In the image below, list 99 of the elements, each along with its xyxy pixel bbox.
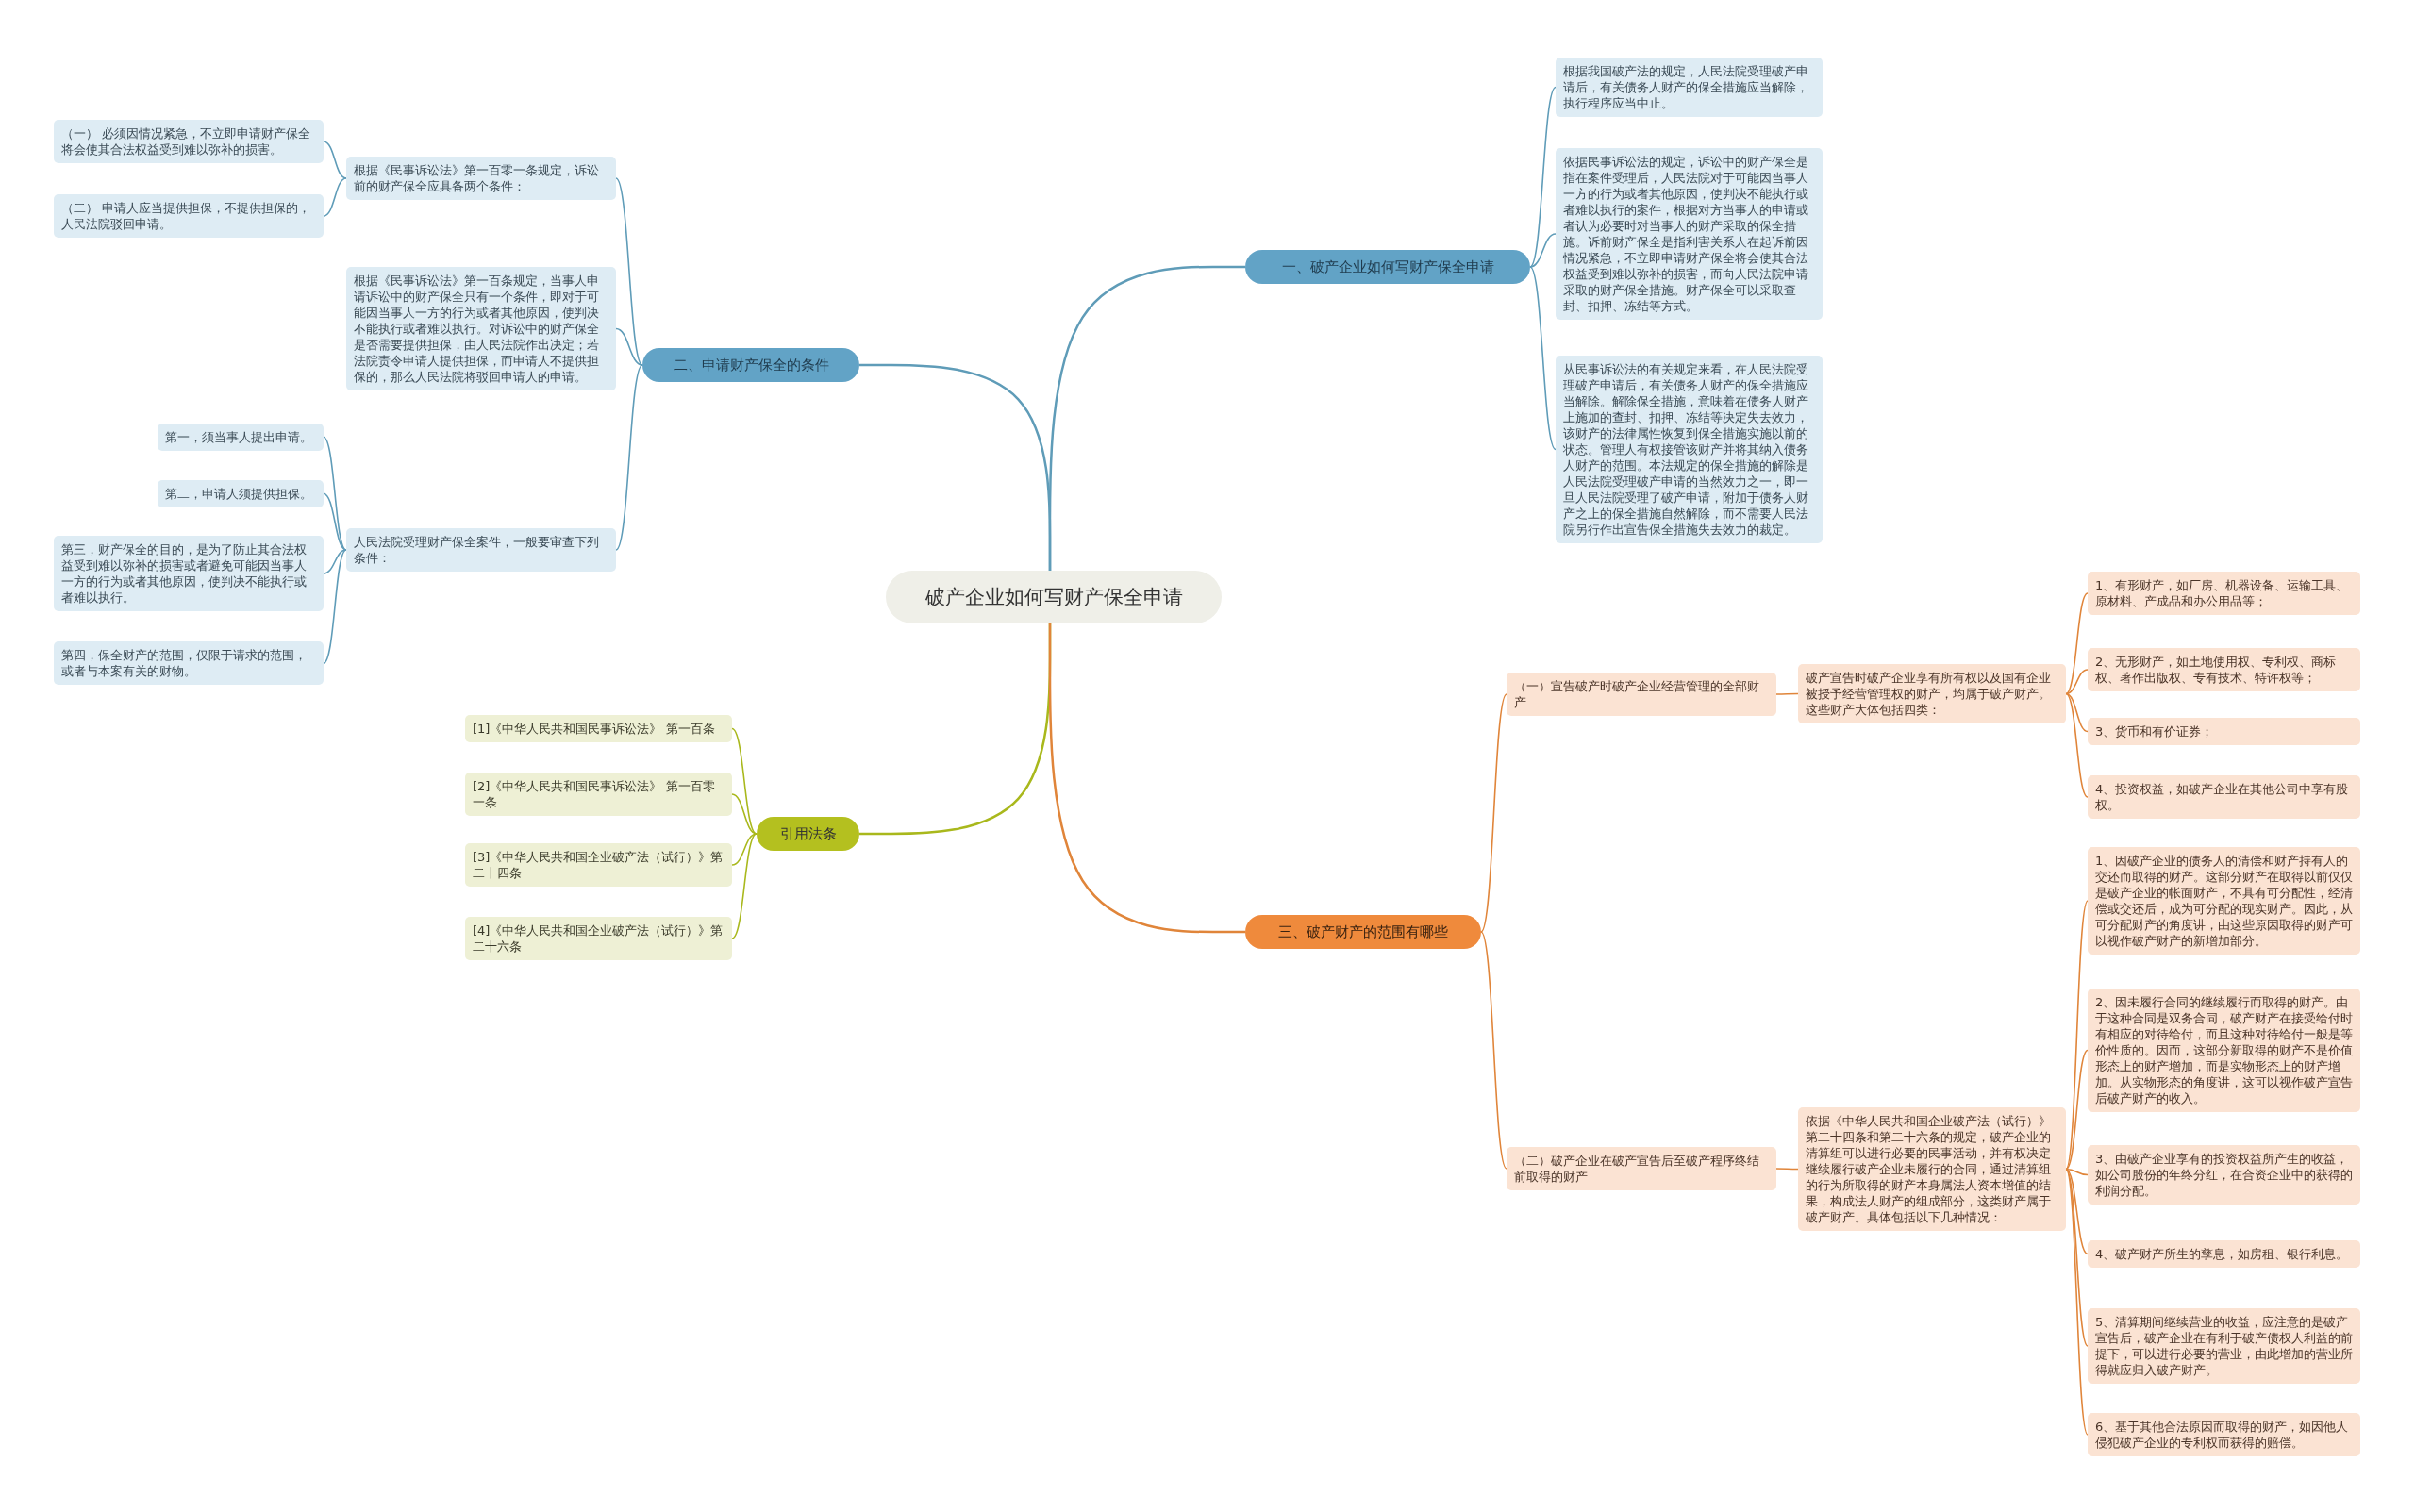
topic-text: （二） 申请人应当提供担保，不提供担保的，人民法院驳回申请。 — [61, 200, 312, 232]
topic-text: 6、基于其他合法原因而取得的财产，如因他人侵犯破产企业的专利权而获得的赔偿。 — [2095, 1419, 2350, 1451]
connector-line — [1775, 692, 1799, 695]
branch-topic — [1245, 250, 1530, 284]
connector-line — [2065, 1168, 2089, 1347]
topic-text: （二）破产企业在破产宣告后至破产程序终结前取得的财产 — [1514, 1153, 1760, 1185]
subtopic-box — [1556, 57, 1823, 117]
topic-text: 破产企业如何写财产保全申请 — [924, 585, 1184, 610]
branch-topic — [1245, 915, 1481, 949]
topic-text: 破产宣告时破产企业享有所有权以及国有企业被授予经营管理权的财产，均属于破产财产。这些财产大体包括四类： — [1806, 669, 2052, 718]
connector-line — [859, 363, 1052, 571]
topic-text: 第二，申请人须提供担保。 — [165, 485, 313, 502]
connector-line — [323, 177, 347, 217]
topic-text: 2、因未履行合同的继续履行而取得的财产。由于这种合同是双务合同，破产财产在接受给付时有相应的对待给付，而且这种对待给付一般是等价性质的。因而，这部分新取得的财产不是价值形态上的财产增加，而是实物形态上的财产增加。从实物形态的角度讲，这可以视作破产宣告后破产财产的收入。 — [2095, 993, 2353, 1106]
topic-text: 第一，须当事人提出申请。 — [165, 428, 313, 445]
branch-topic — [757, 817, 859, 851]
subtopic-box — [465, 714, 732, 742]
connector-line — [2065, 692, 2089, 733]
connector-line — [323, 549, 347, 664]
topic-text: （一）宣告破产时破产企业经营管理的全部财产 — [1514, 678, 1760, 710]
branch-topic — [642, 348, 859, 382]
subtopic-box — [54, 536, 324, 611]
connector-line — [1529, 266, 1557, 451]
connector-line — [731, 727, 758, 835]
topic-text: 1、因破产企业的债务人的清偿和财产持有人的交还而取得的财产。这部分财产在取得以前仅仅是破产企业的帐面财产，不具有可分配性，经清偿或交还后，成为可分配的现实财产。因此，从可分配财产的角度讲，由这些原因取得的财产可以视作破产财产的新增加部分。 — [2095, 853, 2353, 949]
connector-line — [615, 364, 643, 551]
connector-line — [1480, 693, 1507, 933]
connector-line — [731, 833, 758, 866]
subtopic-box — [54, 194, 324, 238]
subtopic-box — [465, 773, 732, 816]
subtopic-box — [2088, 1144, 2360, 1205]
topic-text: 4、破产财产所生的孳息，如房租、银行利息。 — [2095, 1245, 2350, 1262]
topic-text: [1]《中华人民共和国民事诉讼法》 第一百条 — [473, 720, 716, 737]
subtopic-box — [158, 479, 324, 507]
topic-text: （一） 必须因情况紧急，不立即申请财产保全将会使其合法权益受到难以弥补的损害。 — [61, 125, 312, 158]
connector-line — [615, 177, 643, 366]
subtopic-box — [346, 528, 616, 572]
subtopic-box — [2088, 1308, 2360, 1384]
subtopic-box — [346, 266, 616, 390]
connector-line — [2065, 692, 2089, 798]
subtopic-box — [54, 641, 324, 685]
topic-text: [3]《中华人民共和国企业破产法（试行）》第二十四条 — [473, 849, 724, 881]
connector-line — [1775, 1168, 1799, 1171]
topic-text: 依据民事诉讼法的规定，诉讼中的财产保全是指在案件受理后，人民法院对于可能因当事人一方的行为或者其他原因，使判决不能执行或者难以执行的案件，根据对方当事人的申请或者认为必要时对当事人的财产采取的保全措施。诉前财产保全是指利害关系人在起诉前因情况紧急，不立即申请财产保全将会使其合法权益受到难以弥补的损害，而向人民法院申请采取的财产保全措施。财产保全可以采取查封、扣押、冻结等方式。 — [1563, 154, 1809, 314]
subtopic-box — [2088, 1413, 2360, 1456]
topic-text: 3、由破产企业享有的投资权益所产生的收益，如公司股份的年终分红，在合资企业中的获得的利润分配。 — [2095, 1150, 2353, 1199]
subtopic-box — [2088, 717, 2360, 745]
connector-line — [2065, 1168, 2089, 1436]
connector-line — [2065, 592, 2089, 695]
subtopic-box — [2088, 572, 2360, 615]
topic-text: 三、破产财产的范围有哪些 — [1277, 922, 1449, 941]
topic-text: 第三，财产保全的目的，是为了防止其合法权益受到难以弥补的损害或者避免可能因当事人一方的行为或者其他原因，使判决不能执行或者难以执行。 — [61, 541, 308, 606]
connector-line — [323, 141, 347, 179]
topic-text: 一、破产企业如何写财产保全申请 — [1280, 258, 1495, 276]
subtopic-box — [54, 120, 324, 163]
subtopic-box — [1798, 1106, 2066, 1231]
subtopic-box — [158, 423, 324, 451]
connector-line — [731, 793, 758, 835]
subtopic-box — [465, 917, 732, 960]
subtopic-box — [2088, 1239, 2360, 1268]
subtopic-box — [1507, 673, 1776, 716]
topic-text: 根据《民事诉讼法》第一百条规定，当事人申请诉讼中的财产保全只有一个条件，即对于可能因当事人一方的行为或者其他原因，使判决不能执行或者难以执行。对诉讼中的财产保全是否需要提供担保，由人民法院作出决定；若法院责令申请人提供担保，而申请人不提供担保的，那么人民法院将驳回申请人的申请。 — [354, 272, 600, 385]
connector-line — [1529, 86, 1557, 268]
topic-text: 从民事诉讼法的有关规定来看，在人民法院受理破产申请后，有关债务人财产的保全措施应当解除。解除保全措施，意味着在债务人财产上施加的查封、扣押、冻结等决定失去效力，该财产的法律属性恢复到保全措施实施以前的状态。管理人有权接管该财产并将其纳入债务人财产的范围。本法规定的保全措施的解除是人民法院受理破产申请的当然效力之一，即一旦人民法院受理了破产申请，附加于债务人财产之上的保全措施自然解除，而不需要人民法院另行作出宣告保全措施失去效力的裁定。 — [1563, 360, 1809, 538]
connector-line — [1480, 931, 1507, 1170]
topic-text: 人民法院受理财产保全案件，一般要审查下列条件： — [354, 534, 600, 566]
topic-text: 3、货币和有价证券； — [2095, 723, 2215, 739]
topic-text: 引用法条 — [778, 824, 838, 843]
topic-text: [2]《中华人民共和国民事诉讼法》 第一百零一条 — [473, 778, 716, 810]
connector-line — [323, 436, 347, 551]
subtopic-box — [1798, 663, 2066, 723]
subtopic-box — [1507, 1147, 1776, 1190]
connector-line — [615, 327, 643, 366]
connector-line — [1529, 233, 1557, 268]
connector-line — [2065, 669, 2089, 695]
topic-text: 2、无形财产，如土地使用权、专利权、商标权、著作出版权、专有技术、特许权等； — [2095, 654, 2338, 686]
topic-text: 根据我国破产法的规定，人民法院受理破产申请后，有关债务人财产的保全措施应当解除，执行程序应当中止。 — [1563, 62, 1809, 111]
subtopic-box — [2088, 775, 2360, 819]
topic-text: 根据《民事诉讼法》第一百零一条规定，诉讼前的财产保全应具备两个条件： — [354, 162, 600, 194]
topic-text: 1、有形财产，如厂房、机器设备、运输工具、原材料、产成品和办公用品等； — [2095, 577, 2350, 609]
subtopic-box — [2088, 648, 2360, 691]
subtopic-box — [2088, 847, 2360, 955]
subtopic-box — [346, 157, 616, 200]
topic-text: 依据《中华人民共和国企业破产法（试行）》第二十四条和第二十六条的规定，破产企业的清算组可以进行必要的民事活动，并有权决定继续履行破产企业未履行的合同，通过清算组的行为所取得的财产本身属法人资本增值的结果，构成法人财产的组成部分，这类财产属于破产财产。具体包括以下几种情况： — [1806, 1112, 2052, 1225]
connector-line — [323, 549, 347, 574]
central-topic — [886, 571, 1222, 623]
connector-line — [2065, 1168, 2089, 1176]
connector-line — [2065, 900, 2089, 1171]
connector-line — [2065, 1168, 2089, 1255]
connector-line — [323, 492, 347, 551]
subtopic-box — [465, 843, 732, 887]
connector-line — [731, 833, 758, 939]
topic-text: 二、申请财产保全的条件 — [672, 356, 830, 374]
connector-line — [1048, 623, 1245, 934]
connector-line — [2065, 1049, 2089, 1171]
topic-text: 第四，保全财产的范围，仅限于请求的范围，或者与本案有关的财物。 — [61, 647, 308, 679]
topic-text: [4]《中华人民共和国企业破产法（试行）》第二十六条 — [473, 922, 724, 955]
topic-text: 5、清算期间继续营业的收益，应注意的是破产宣告后，破产企业在有利于破产债权人利益的前提下，可以进行必要的营业，由此增加的营业所得就应归入破产财产。 — [2095, 1314, 2353, 1378]
topic-text: 4、投资权益，如破产企业在其他公司中享有股权。 — [2095, 781, 2350, 813]
